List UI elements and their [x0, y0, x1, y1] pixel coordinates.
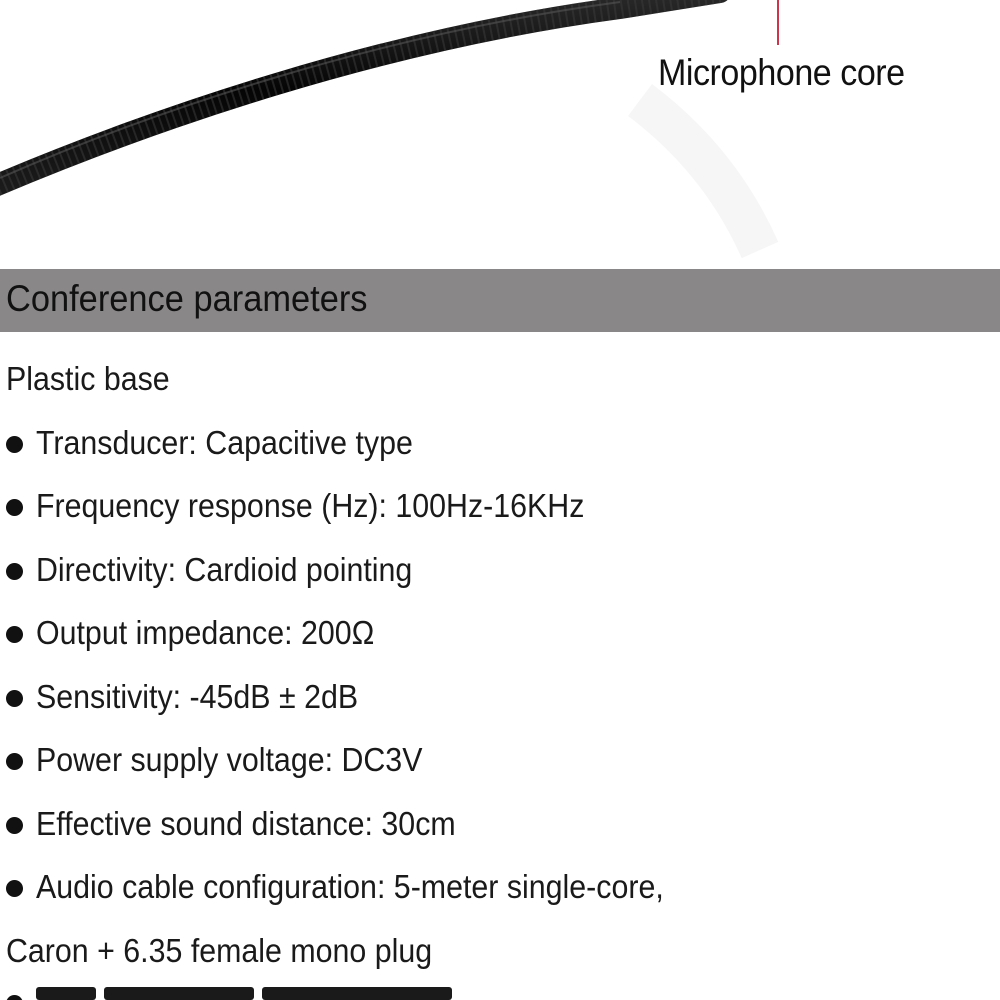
cut-off-text-fragment — [104, 987, 254, 1000]
bullet-dot-icon — [6, 995, 23, 1000]
spec-list: Plastic base Transducer: Capacitive type… — [0, 352, 1000, 987]
bullet-dot-icon — [6, 753, 23, 770]
list-item: Sensitivity: -45dB ± 2dB — [0, 670, 1000, 734]
list-item: Output impedance: 200Ω — [0, 606, 1000, 670]
bullet-dot-icon — [6, 626, 23, 643]
cut-off-line — [0, 985, 1000, 1000]
spec-continuation: Caron + 6.35 female mono plug — [0, 924, 1000, 988]
spec-item-text: Sensitivity: -45dB ± 2dB — [36, 677, 359, 715]
section-title: Conference parameters — [6, 278, 368, 319]
list-item: Power supply voltage: DC3V — [0, 733, 1000, 797]
list-item: Frequency response (Hz): 100Hz-16KHz — [0, 479, 1000, 543]
bullet-dot-icon — [6, 880, 23, 897]
bullet-dot-icon — [6, 816, 23, 834]
cut-off-text-fragment — [36, 987, 96, 1000]
cut-off-text-fragment — [262, 987, 452, 1000]
microphone-core-label: Microphone core — [658, 52, 905, 93]
spec-item-text: Transducer: Capacitive type — [36, 423, 413, 461]
bullet-dot-icon — [6, 435, 23, 453]
gooseneck-tube — [0, 0, 728, 196]
product-image: Microphone core — [0, 0, 1000, 268]
gooseneck-microphone-illustration — [0, 0, 779, 259]
list-item: Effective sound distance: 30cm — [0, 797, 1000, 861]
spec-item-text: Output impedance: 200Ω — [36, 614, 375, 651]
spec-base: Plastic base — [0, 352, 1000, 416]
spec-item-text: Effective sound distance: 30cm — [36, 804, 456, 842]
list-item: Directivity: Cardioid pointing — [0, 543, 1000, 607]
bullet-dot-icon — [6, 689, 23, 707]
bullet-dot-icon — [6, 562, 23, 580]
spec-item-text: Power supply voltage: DC3V — [36, 741, 423, 778]
spec-item-text: Frequency response (Hz): 100Hz-16KHz — [36, 487, 585, 524]
spec-continuation-text: Caron + 6.35 female mono plug — [6, 931, 433, 969]
section-header: Conference parameters — [0, 269, 1000, 332]
bullet-dot-icon — [6, 499, 23, 516]
spec-item-text: Directivity: Cardioid pointing — [36, 550, 413, 588]
list-item: Audio cable configuration: 5-meter singl… — [0, 860, 1000, 924]
spec-item-text: Audio cable configuration: 5-meter singl… — [36, 868, 664, 905]
list-item: Transducer: Capacitive type — [0, 416, 1000, 480]
spec-base-text: Plastic base — [6, 360, 170, 397]
